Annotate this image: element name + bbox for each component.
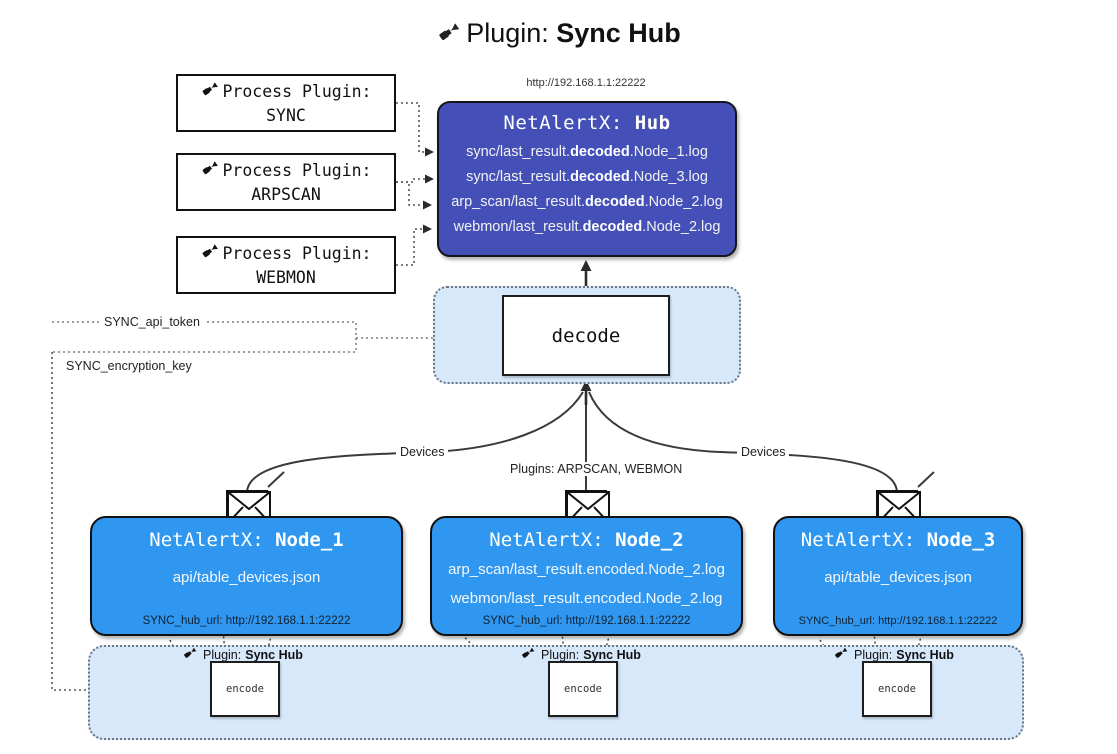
sync-api-token-label: SYNC_api_token <box>100 315 204 329</box>
node-title-prefix: NetAlertX: <box>800 529 916 551</box>
plug-icon <box>200 158 220 184</box>
hub-log-post: .Node_3.log <box>629 169 708 185</box>
process-plugin-name: WEBMON <box>256 268 316 287</box>
hub-log-row: webmon/last_result.decoded.Node_2.log <box>439 215 735 240</box>
encode-plugin-prefix: Plugin: <box>203 647 242 662</box>
envelope-icon <box>565 490 610 524</box>
node-hub-url: SYNC_hub_url: http://192.168.1.1:22222 <box>482 615 691 627</box>
hub-node-name: Hub <box>634 112 671 134</box>
hub-log-row: arp_scan/last_result.decoded.Node_2.log <box>439 190 735 215</box>
encode-box[interactable]: encode <box>210 661 280 717</box>
node-data-line: api/table_devices.json <box>172 569 321 586</box>
node-card-node-3[interactable]: NetAlertX: Node_3 api/table_devices.json… <box>773 516 1023 636</box>
process-plugin-name: ARPSCAN <box>251 185 321 204</box>
hub-log-em: decoded <box>570 144 630 160</box>
plug-icon <box>436 19 462 52</box>
plug-icon <box>200 241 220 267</box>
hub-node-prefix: NetAlertX: <box>503 112 623 134</box>
page-title-prefix: Plugin: <box>466 18 549 48</box>
plug-icon <box>520 645 536 664</box>
node-data-line: arp_scan/last_result.encoded.Node_2.log <box>448 561 725 578</box>
hub-node[interactable]: NetAlertX: Hub sync/last_result.decoded.… <box>437 101 737 257</box>
hub-log-row: sync/last_result.decoded.Node_3.log <box>439 165 735 190</box>
process-plugin-label: Process Plugin: <box>222 243 372 263</box>
encode-plugin-tag: Plugin: Sync Hub <box>520 645 641 664</box>
page-title-name: Sync Hub <box>556 18 681 48</box>
process-plugin-sync[interactable]: Process Plugin: SYNC <box>176 74 396 132</box>
process-plugin-label: Process Plugin: <box>222 160 372 180</box>
encode-box[interactable]: encode <box>862 661 932 717</box>
encode-plugin-tag: Plugin: Sync Hub <box>182 645 303 664</box>
process-plugin-name: SYNC <box>266 106 306 125</box>
encode-box[interactable]: encode <box>548 661 618 717</box>
page-title: Plugin: Sync Hub <box>0 18 1117 52</box>
encode-plugin-name: Sync Hub <box>245 647 303 662</box>
hub-log-post: .Node_2.log <box>642 219 721 235</box>
node-title: NetAlertX: Node_2 <box>432 529 741 551</box>
node-title-prefix: NetAlertX: <box>489 529 604 551</box>
plug-icon <box>182 645 198 664</box>
node-hub-url: SYNC_hub_url: http://192.168.1.1:22222 <box>142 615 351 627</box>
hub-log-pre: arp_scan/last_result. <box>451 194 585 210</box>
encode-plugin-name: Sync Hub <box>896 647 954 662</box>
plug-icon <box>833 645 849 664</box>
node-title-name: Node_1 <box>275 529 344 551</box>
hub-log-em: decoded <box>570 169 630 185</box>
decode-box[interactable]: decode <box>502 295 670 376</box>
hub-log-pre: sync/last_result. <box>466 144 571 160</box>
hub-log-row: sync/last_result.decoded.Node_1.log <box>439 140 735 165</box>
plugins-label-center: Plugins: ARPSCAN, WEBMON <box>506 462 687 476</box>
encode-plugin-prefix: Plugin: <box>854 647 893 662</box>
process-plugin-label: Process Plugin: <box>222 81 372 101</box>
process-plugin-arpscan[interactable]: Process Plugin: ARPSCAN <box>176 153 396 211</box>
hub-node-title: NetAlertX: Hub <box>439 112 735 134</box>
sync-encryption-key-label: SYNC_encryption_key <box>62 359 196 373</box>
encode-plugin-name: Sync Hub <box>583 647 641 662</box>
node-title: NetAlertX: Node_3 <box>775 529 1021 551</box>
hub-log-pre: sync/last_result. <box>466 169 571 185</box>
node-title-name: Node_2 <box>615 529 684 551</box>
hub-log-post: .Node_1.log <box>629 144 708 160</box>
hub-url-label: http://192.168.1.1:22222 <box>526 77 646 89</box>
node-data-line: api/table_devices.json <box>824 569 972 586</box>
node-hub-url: SYNC_hub_url: http://192.168.1.1:22222 <box>798 615 998 627</box>
encode-plugin-tag: Plugin: Sync Hub <box>833 645 954 664</box>
node-title: NetAlertX: Node_1 <box>92 529 401 551</box>
hub-log-em: decoded <box>582 219 643 235</box>
node-data-line: webmon/last_result.encoded.Node_2.log <box>450 590 723 607</box>
node-title-prefix: NetAlertX: <box>149 529 264 551</box>
hub-log-pre: webmon/last_result. <box>453 219 583 235</box>
hub-log-em: decoded <box>584 194 645 210</box>
process-plugin-webmon[interactable]: Process Plugin: WEBMON <box>176 236 396 294</box>
plug-icon <box>200 79 220 105</box>
node-card-node-1[interactable]: NetAlertX: Node_1 api/table_devices.json… <box>90 516 403 636</box>
node-title-name: Node_3 <box>926 529 996 551</box>
node-card-node-2[interactable]: NetAlertX: Node_2 arp_scan/last_result.e… <box>430 516 743 636</box>
hub-log-post: .Node_2.log <box>644 194 723 210</box>
devices-label-left: Devices <box>396 445 449 459</box>
devices-label-right: Devices <box>737 445 790 459</box>
encode-plugin-prefix: Plugin: <box>541 647 580 662</box>
